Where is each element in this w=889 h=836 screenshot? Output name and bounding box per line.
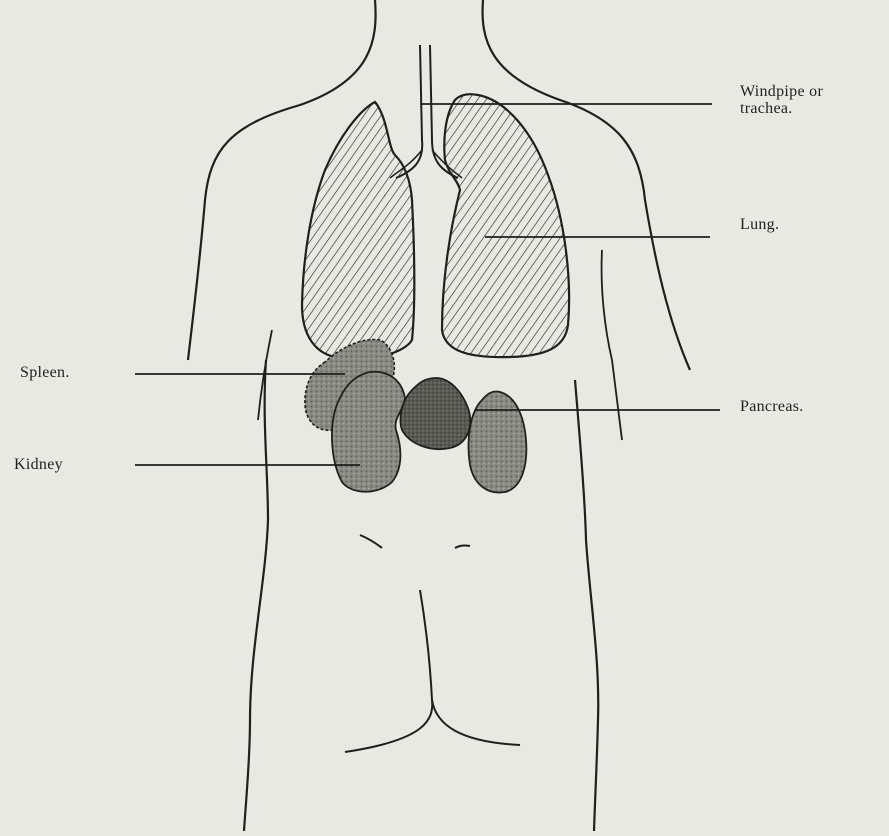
right-kidney (469, 391, 527, 492)
right-hip-dimple (455, 545, 470, 548)
left-hip-dimple (360, 535, 382, 548)
body-outline-left-side (244, 360, 268, 831)
label-pancreas: Pancreas. (740, 399, 804, 416)
label-kidney: Kidney (14, 457, 63, 474)
label-windpipe-line2: trachea. (740, 101, 823, 118)
label-windpipe-line1: Windpipe or (740, 84, 823, 101)
label-windpipe: Windpipe or trachea. (740, 84, 823, 118)
gluteal-crease-right (432, 700, 520, 745)
pancreas (400, 378, 470, 449)
gluteal-crease (345, 590, 432, 752)
body-outline-right-side (575, 380, 598, 831)
right-arm-contour (602, 250, 622, 440)
left-lung (302, 102, 414, 359)
right-lung (442, 94, 569, 357)
label-lung: Lung. (740, 217, 779, 234)
label-spleen: Spleen. (20, 365, 70, 382)
